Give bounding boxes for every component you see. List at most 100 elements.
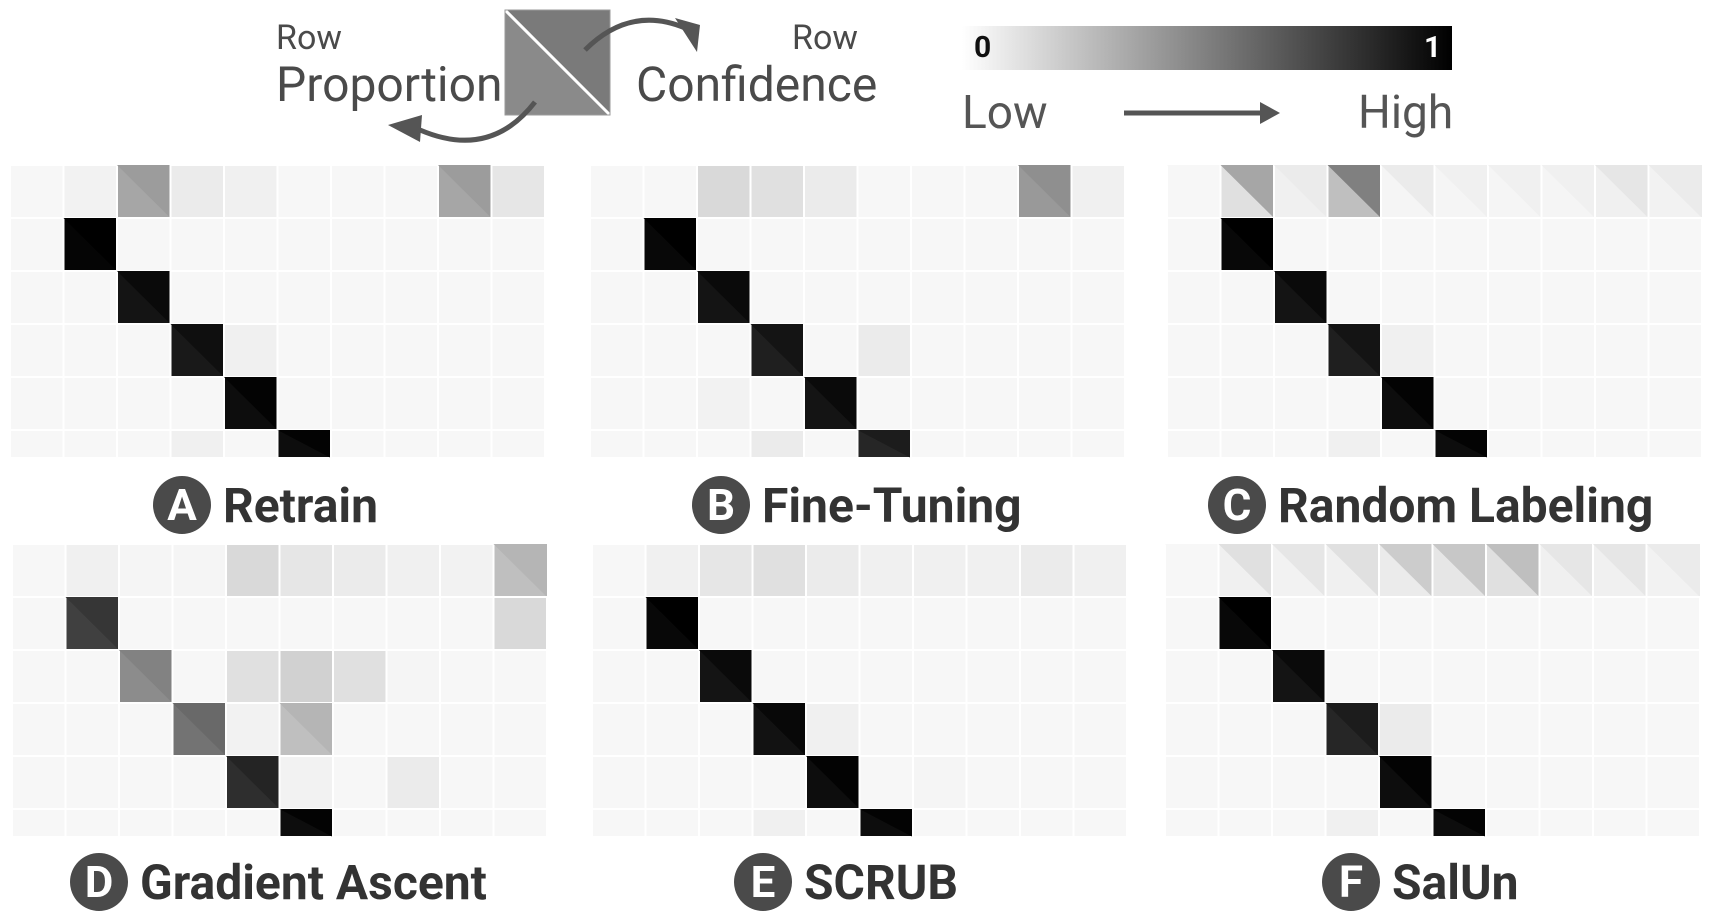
- heatmap-cell: [912, 702, 968, 757]
- heatmap-cell: [12, 755, 67, 810]
- heatmap-cell: [171, 755, 227, 810]
- heatmap-cell: [1594, 217, 1650, 272]
- heatmap-cell: [1592, 808, 1648, 838]
- confidence-triangle-mark: [859, 809, 913, 837]
- confidence-triangle-mark: [752, 703, 806, 756]
- heatmap-cell: [642, 429, 698, 459]
- heatmap-cell: [805, 596, 861, 651]
- heatmap-cell: [590, 217, 645, 272]
- heatmap-cell: [492, 596, 548, 651]
- confidence-triangle-mark: [643, 218, 697, 271]
- low-to-high-arrow-icon: [1124, 102, 1280, 124]
- heatmap-cell: [963, 376, 1019, 431]
- heatmap-cell: [437, 270, 493, 325]
- heatmap-cell: [1017, 270, 1073, 325]
- heatmap-cell: [1017, 217, 1073, 272]
- heatmap-cell: [383, 376, 439, 431]
- row-confidence-label: Confidence: [636, 56, 878, 113]
- heatmap-cell: [332, 544, 388, 598]
- heatmap-cell: [698, 808, 754, 838]
- heatmap-cell: [1592, 649, 1648, 704]
- confidence-triangle-mark: [806, 756, 860, 809]
- heatmap-cell: [278, 596, 334, 651]
- heatmap-cell: [492, 755, 548, 810]
- heatmap-cell: [62, 429, 118, 459]
- heatmap-cell: [1070, 217, 1126, 272]
- heatmap-cell: [490, 429, 546, 459]
- heatmap-cell: [490, 165, 546, 219]
- heatmap-cell: [1380, 323, 1436, 378]
- confidence-triangle-mark: [857, 430, 911, 458]
- heatmap-panel-c: [1167, 165, 1703, 459]
- panel-title-c: Random Labeling: [1278, 476, 1654, 534]
- heatmap-cell: [278, 649, 334, 704]
- confidence-triangle-mark: [1220, 165, 1274, 218]
- heatmap-cell: [963, 217, 1019, 272]
- heatmap-cell: [278, 755, 334, 810]
- heatmap-cell: [1324, 596, 1380, 651]
- heatmap-cell: [490, 376, 546, 431]
- cell-outline: [504, 9, 611, 116]
- cell-diagonal: [503, 8, 612, 117]
- heatmap-cell: [332, 808, 388, 838]
- heatmap-cell: [698, 544, 754, 598]
- heatmap-cell: [805, 702, 861, 757]
- heatmap-cell: [383, 429, 439, 459]
- heatmap-cell: [1324, 649, 1380, 704]
- caption-b: B Fine-Tuning: [692, 476, 1022, 534]
- heatmap-cell: [803, 270, 859, 325]
- confidence-triangle-mark: [117, 165, 171, 218]
- heatmap-cell: [1485, 808, 1541, 838]
- heatmap-cell: [332, 649, 388, 704]
- confidence-triangle-mark: [1488, 165, 1542, 218]
- heatmap-cell: [1433, 270, 1489, 325]
- heatmap-cell: [62, 376, 118, 431]
- heatmap-cell: [858, 544, 914, 598]
- heatmap-cell: [965, 544, 1021, 598]
- confidence-triangle-mark: [1646, 544, 1700, 597]
- heatmap-cell: [963, 429, 1019, 459]
- heatmap-cell: [1645, 596, 1701, 651]
- heatmap-cell: [169, 217, 225, 272]
- confidence-triangle-mark: [226, 756, 280, 809]
- heatmap-cell: [856, 376, 912, 431]
- heatmap-cell: [592, 702, 647, 757]
- heatmap-cell: [276, 270, 332, 325]
- heatmap-cell: [169, 270, 225, 325]
- cell-legend-diagram: [388, 8, 700, 143]
- confidence-triangle-mark: [63, 218, 117, 271]
- heatmap-cell: [330, 323, 386, 378]
- heatmap-cell: [642, 270, 698, 325]
- heatmap-cell: [858, 596, 914, 651]
- heatmap-cell: [1070, 270, 1126, 325]
- heatmap-cell: [1165, 596, 1220, 651]
- heatmap-cell: [696, 323, 752, 378]
- heatmap-cell: [803, 429, 859, 459]
- confidence-triangle-mark: [1432, 544, 1486, 597]
- heatmap-cell: [1487, 376, 1543, 431]
- heatmap-cell: [1217, 755, 1273, 810]
- confidence-triangle-mark: [1593, 544, 1647, 597]
- heatmap-cell: [12, 596, 67, 651]
- heatmap-cell: [64, 702, 120, 757]
- heatmap-cell: [385, 649, 441, 704]
- panel-title-a: Retrain: [223, 476, 379, 534]
- heatmap-panel-f: [1165, 544, 1701, 838]
- heatmap-cell: [439, 755, 495, 810]
- badge-d: D: [70, 853, 128, 911]
- heatmap-cell: [803, 165, 859, 219]
- confidence-triangle-mark: [1379, 756, 1433, 809]
- heatmap-cell: [1647, 270, 1703, 325]
- heatmap-cell: [751, 544, 807, 598]
- heatmap-cell: [1017, 376, 1073, 431]
- heatmap-cell: [169, 429, 225, 459]
- heatmap-cell: [437, 323, 493, 378]
- heatmap-cell: [1431, 702, 1487, 757]
- heatmap-cell: [965, 649, 1021, 704]
- heatmap-cell: [10, 165, 65, 219]
- confidence-triangle-mark: [1648, 165, 1702, 218]
- heatmap-cell: [1487, 217, 1543, 272]
- arrow-head-left-icon: [388, 115, 422, 142]
- heatmap-cell: [1378, 596, 1434, 651]
- high-label: High: [1358, 86, 1454, 140]
